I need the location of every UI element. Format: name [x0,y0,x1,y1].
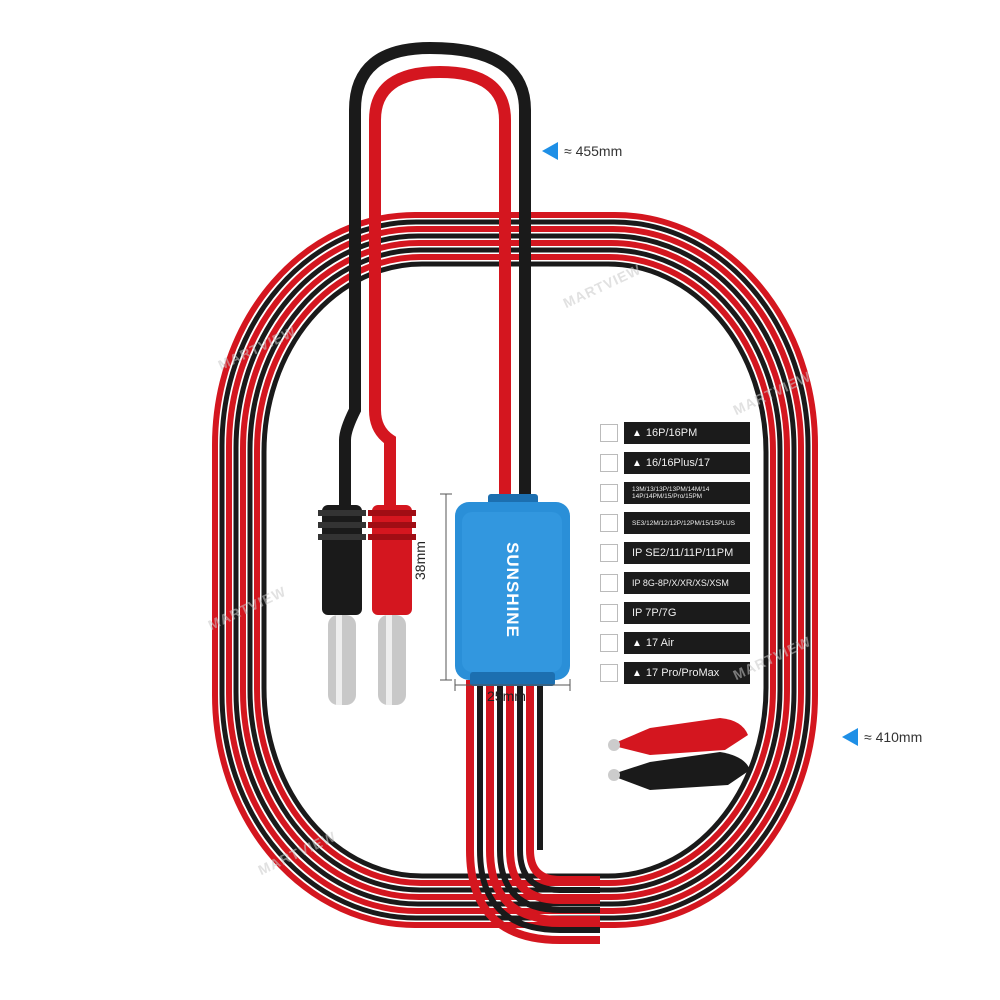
block-height-label: 38mm [412,541,428,580]
red-banana-plug [368,505,416,705]
checkbox-icon [600,424,618,442]
strip-label: IP 7P/7G [632,607,677,619]
strip-label: 17 Air [645,637,675,649]
cable-strip: ▲17 Pro/ProMax [600,662,750,684]
checkbox-icon [600,454,618,472]
strip-label: SE3/12M/12/12P/12PM/15/15PLUS [632,519,735,527]
triangle-icon: ▲ [632,457,642,469]
sunshine-connector-block [455,494,570,686]
top-length-text: ≈ 455mm [564,143,623,159]
checkbox-icon [600,544,618,562]
cable-strip: ▲16/16Plus/17 [600,452,750,474]
brand-logo: SUNSHINE [503,542,522,638]
top-length-callout: ≈ 455mm [542,142,622,160]
strip-label: 16P/16PM [645,427,698,439]
checkbox-icon [600,484,618,502]
cable-strip: SE3/12M/12/12P/12PM/15/15PLUS [600,512,750,534]
cable-strip: IP SE2/11/11P/11PM [600,542,750,564]
strip-label: 17 Pro/ProMax [645,667,720,679]
ribbon-tail [466,680,600,944]
strip-label: 16/16Plus/17 [645,457,711,469]
triangle-icon: ▲ [632,637,642,649]
pointer-triangle-icon [842,728,858,746]
triangle-icon: ▲ [632,427,642,439]
checkbox-icon [600,634,618,652]
checkbox-icon [600,574,618,592]
strip-label: IP SE2/11/11P/11PM [632,547,734,559]
checkbox-icon [600,664,618,682]
cable-strip: IP 8G-8P/X/XR/XS/XSM [600,572,750,594]
cable-strip: ▲17 Air [600,632,750,654]
cable-strip: 13M/13/13P/13PM/14M/14 14P/14PM/15/Pro/1… [600,482,750,504]
checkbox-icon [600,604,618,622]
checkbox-icon [600,514,618,532]
triangle-icon: ▲ [632,667,642,679]
cable-strip: ▲16P/16PM [600,422,750,444]
block-width-label: 25mm [487,688,526,704]
strip-label: IP 8G-8P/X/XR/XS/XSM [632,578,729,588]
side-length-callout: ≈ 410mm [842,728,922,746]
side-length-text: ≈ 410mm [864,729,923,745]
cable-strip: IP 7P/7G [600,602,750,624]
alligator-clips [608,718,750,790]
black-banana-plug [318,505,366,705]
strip-label: 13M/13/13P/13PM/14M/14 14P/14PM/15/Pro/1… [632,486,710,500]
lead-wires [339,41,531,516]
pointer-triangle-icon [542,142,558,160]
dimension-lines [440,493,571,691]
